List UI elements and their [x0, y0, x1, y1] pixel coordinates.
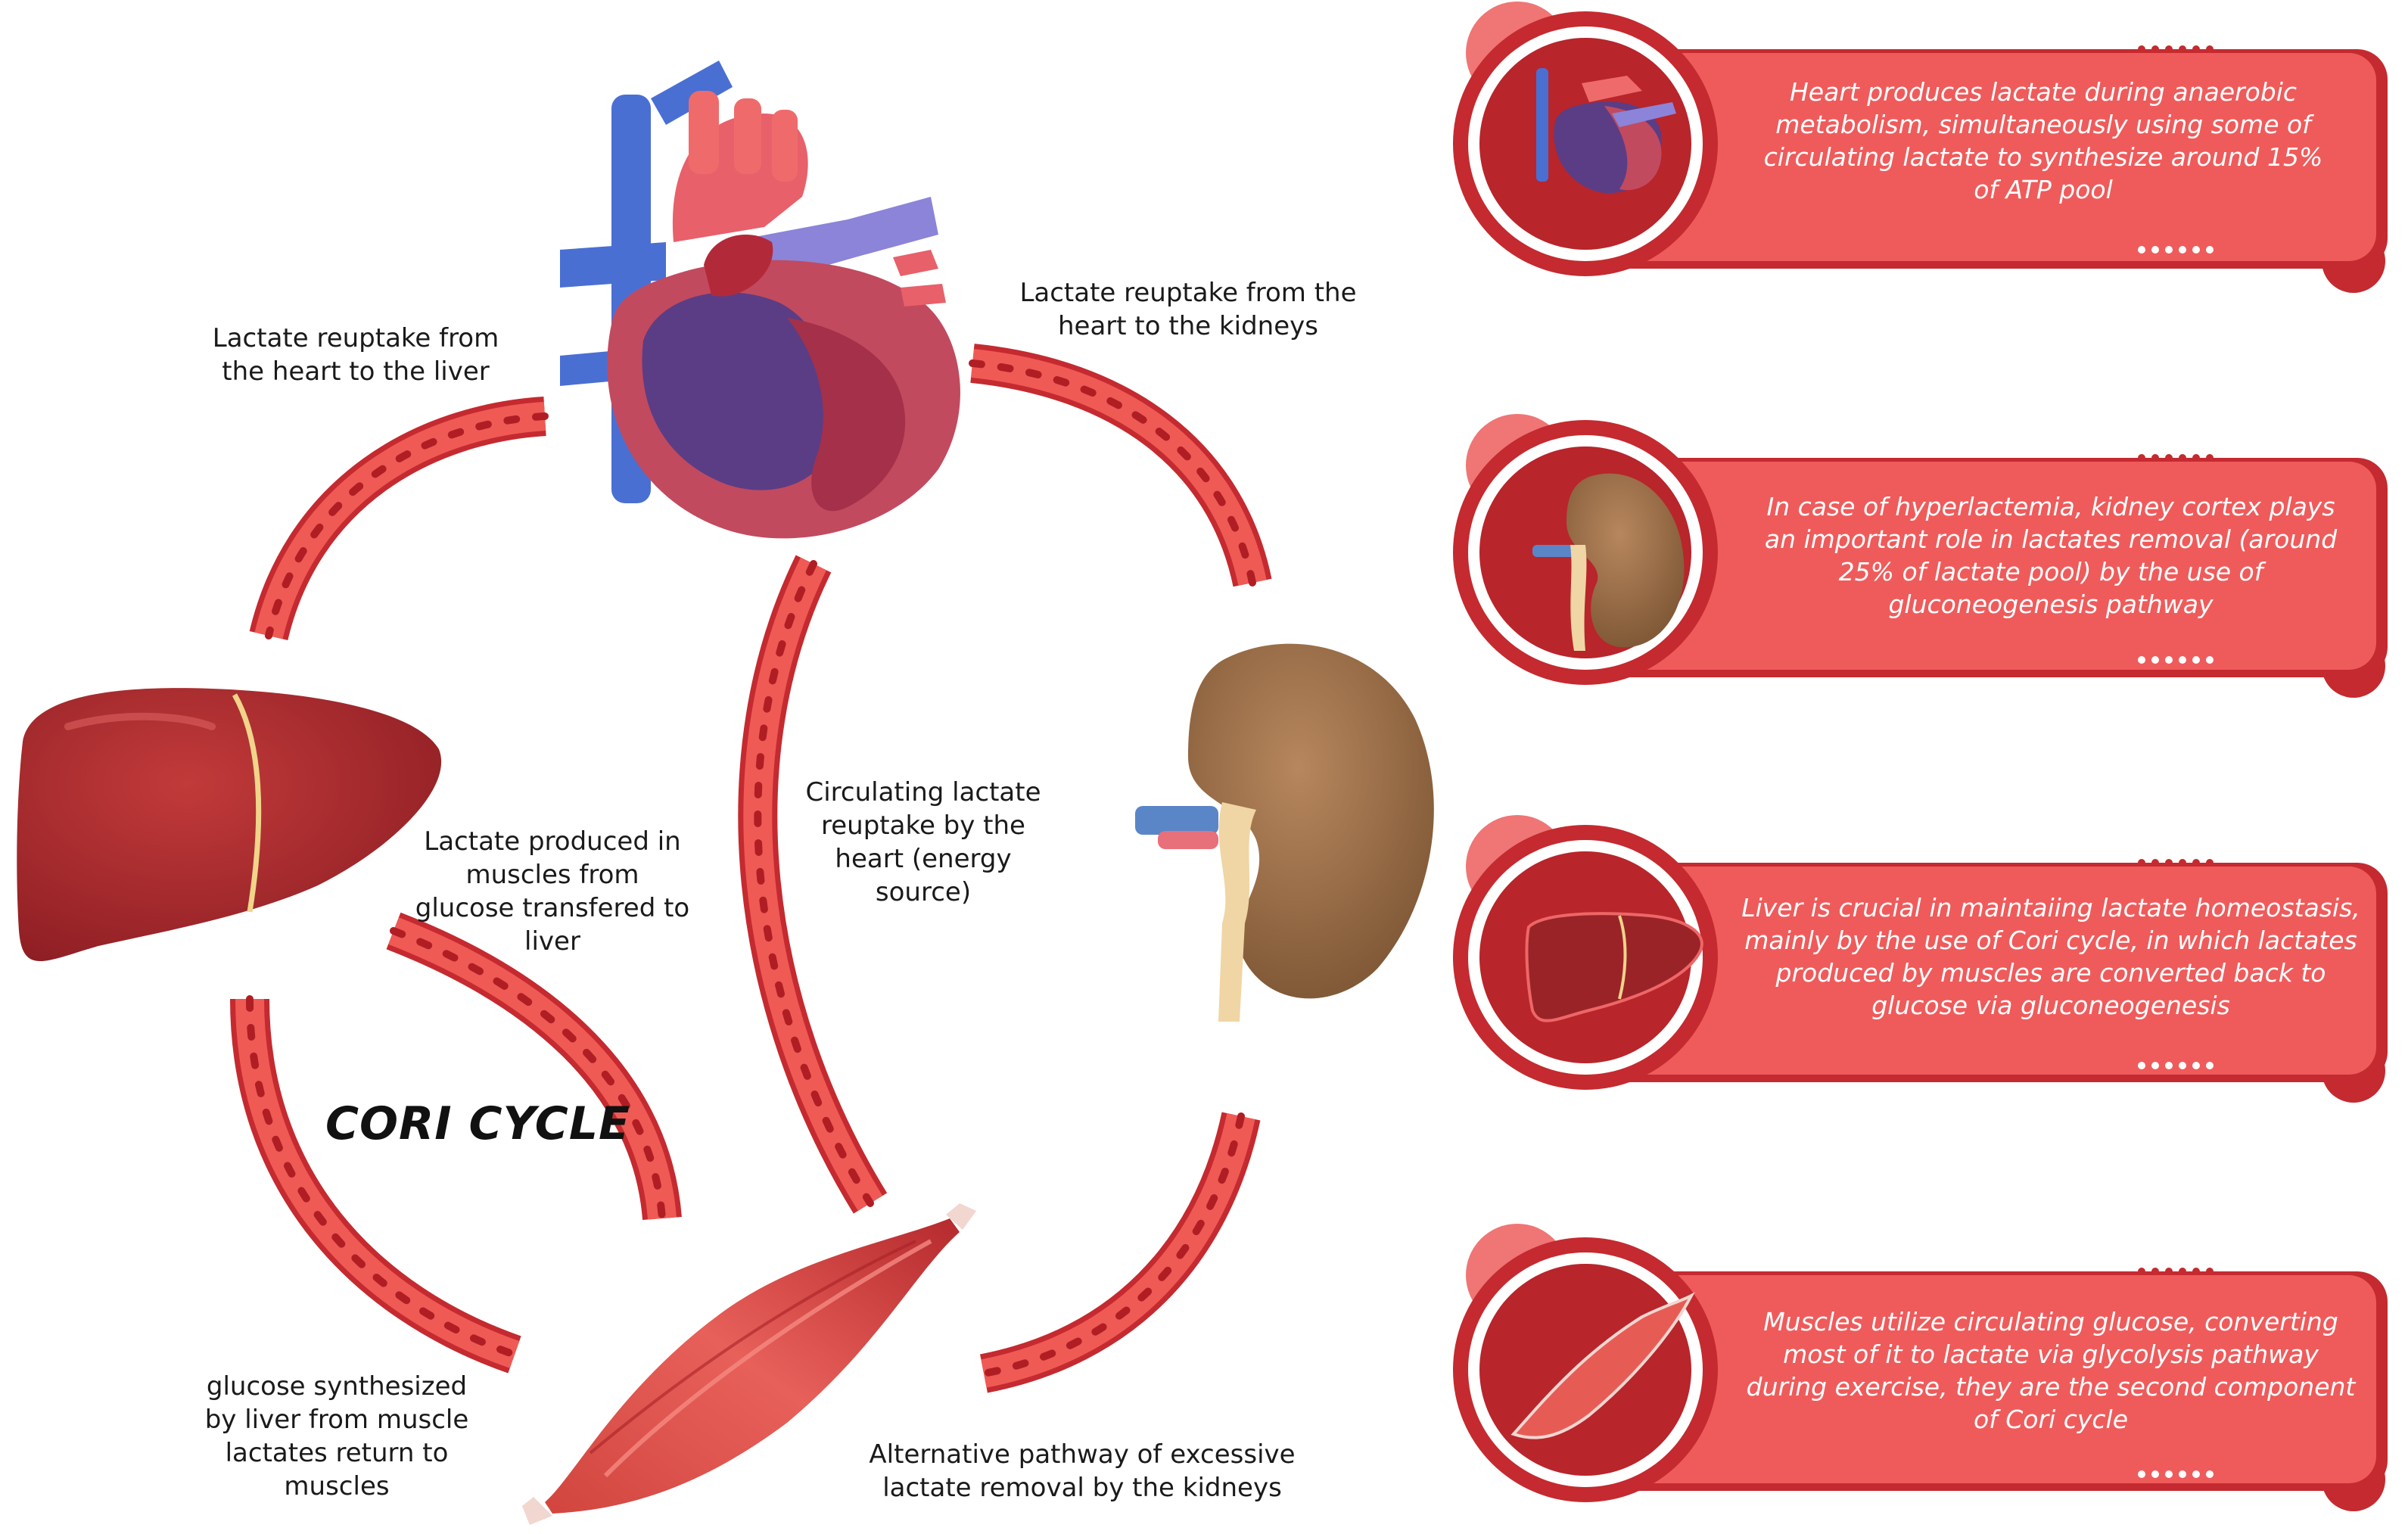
card-text-liver: Liver is crucial in maintaiing lactate h…: [1741, 893, 2360, 1020]
label-circulating-lactate: Circulating lactate reuptake by the hear…: [805, 777, 1041, 907]
heart-icon: [560, 61, 960, 539]
label-heart-to-liver: Lactate reuptake from the heart to the l…: [212, 323, 499, 387]
card-text-muscle: Muscles utilize circulating glucose, con…: [1746, 1307, 2356, 1434]
label-muscle-to-liver: Lactate produced in muscles from glucose…: [415, 826, 690, 957]
kidney-icon: [1135, 643, 1434, 1022]
vessel-heart-to-liver: [249, 397, 549, 641]
info-card-muscle: [1453, 1224, 2388, 1511]
muscle-icon: [522, 1203, 976, 1525]
vessel-circulating: [738, 555, 888, 1214]
info-card-liver: [1453, 815, 2388, 1103]
info-card-heart: [1453, 2, 2388, 293]
vessel-liver-to-muscle: [230, 995, 521, 1374]
vessel-heart-to-kidneys: [969, 344, 1272, 587]
vessel-kidney-removal: [980, 1112, 1261, 1393]
vessel-muscle-to-liver: [386, 912, 682, 1222]
label-liver-to-muscle: glucose synthesized by liver from muscle…: [204, 1371, 469, 1501]
info-card-kidney: [1453, 414, 2388, 698]
label-heart-to-kidneys: Lactate reuptake from the heart to the k…: [1019, 278, 1357, 341]
card-text-heart: Heart produces lactate during anaerobic …: [1763, 77, 2323, 204]
label-kidney-removal: Alternative pathway of excessive lactate…: [869, 1439, 1296, 1503]
diagram-title: CORI CYCLE: [325, 1097, 631, 1150]
card-text-kidney: In case of hyperlactemia, kidney cortex …: [1764, 492, 2338, 619]
liver-icon: [17, 688, 442, 961]
